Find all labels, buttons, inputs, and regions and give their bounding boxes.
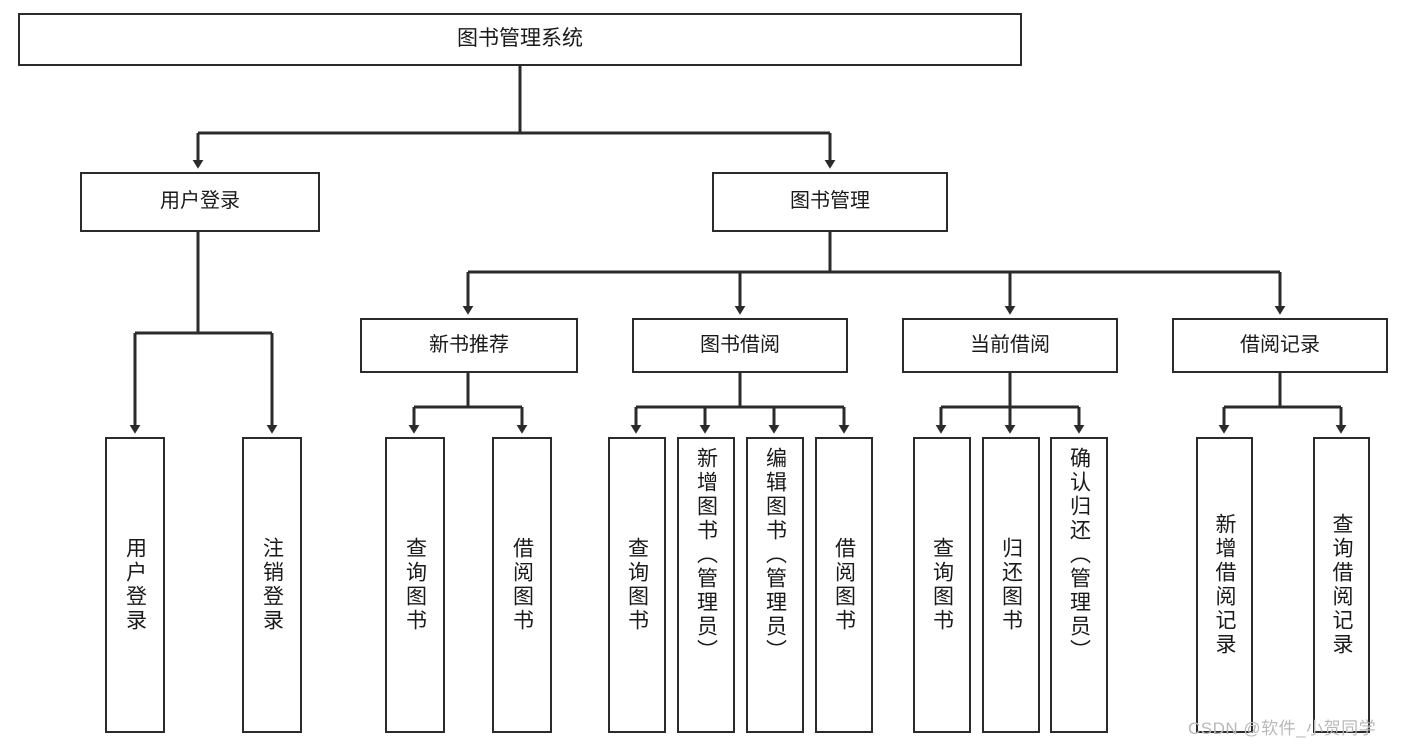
leaf-new-book-borrow-book[interactable]: 借阅图书 [492,437,552,733]
node-book-management[interactable]: 图书管理 [712,172,948,232]
node-label: 用户登录 [160,190,240,213]
node-label: 确认归还（管理员） [1067,447,1091,663]
node-new-book-recommendation[interactable]: 新书推荐 [360,318,578,373]
leaf-book-borrow-edit-book-admin[interactable]: 编辑图书（管理员） [746,437,804,733]
leaf-borrow-record-query-record[interactable]: 查询借阅记录 [1313,437,1370,733]
leaf-book-borrow-add-book-admin[interactable]: 新增图书（管理员） [677,437,735,733]
node-label: 借阅记录 [1240,333,1320,356]
node-label: 图书借阅 [700,333,780,356]
node-label: 新书推荐 [429,333,509,356]
leaf-borrow-record-add-record[interactable]: 新增借阅记录 [1196,437,1253,733]
node-borrowing-record[interactable]: 借阅记录 [1172,318,1388,373]
leaf-current-borrow-query-book[interactable]: 查询图书 [913,437,971,733]
node-root-book-management-system[interactable]: 图书管理系统 [18,13,1022,66]
node-label: 新增借阅记录 [1213,513,1236,657]
leaf-book-borrow-query-book[interactable]: 查询图书 [608,437,666,733]
node-book-borrowing[interactable]: 图书借阅 [632,318,848,373]
node-label: 查询借阅记录 [1330,513,1353,657]
csdn-watermark: CSDN @软件_小贺同学 [1188,719,1377,738]
leaf-current-borrow-return-book[interactable]: 归还图书 [982,437,1040,733]
leaf-current-borrow-confirm-return-admin[interactable]: 确认归还（管理员） [1050,437,1108,733]
node-label: 查询图书 [403,537,427,633]
node-label: 查询图书 [625,537,649,633]
leaf-book-borrow-borrow-book[interactable]: 借阅图书 [815,437,873,733]
node-label: 编辑图书（管理员） [763,447,787,663]
node-user-login[interactable]: 用户登录 [80,172,320,232]
leaf-user-login-logout[interactable]: 注销登录 [242,437,302,733]
node-label: 归还图书 [999,537,1023,633]
node-label: 当前借阅 [970,333,1050,356]
node-label: 借阅图书 [832,537,856,633]
node-label: 用户登录 [123,537,147,633]
node-label: 新增图书（管理员） [694,447,718,663]
node-label: 注销登录 [260,537,284,633]
leaf-user-login-login[interactable]: 用户登录 [105,437,165,733]
node-label: 借阅图书 [510,537,534,633]
leaf-new-book-query-book[interactable]: 查询图书 [385,437,445,733]
node-label: 图书管理系统 [457,27,583,51]
node-label: 图书管理 [790,190,870,213]
node-label: 查询图书 [930,537,954,633]
node-current-borrowing[interactable]: 当前借阅 [902,318,1118,373]
